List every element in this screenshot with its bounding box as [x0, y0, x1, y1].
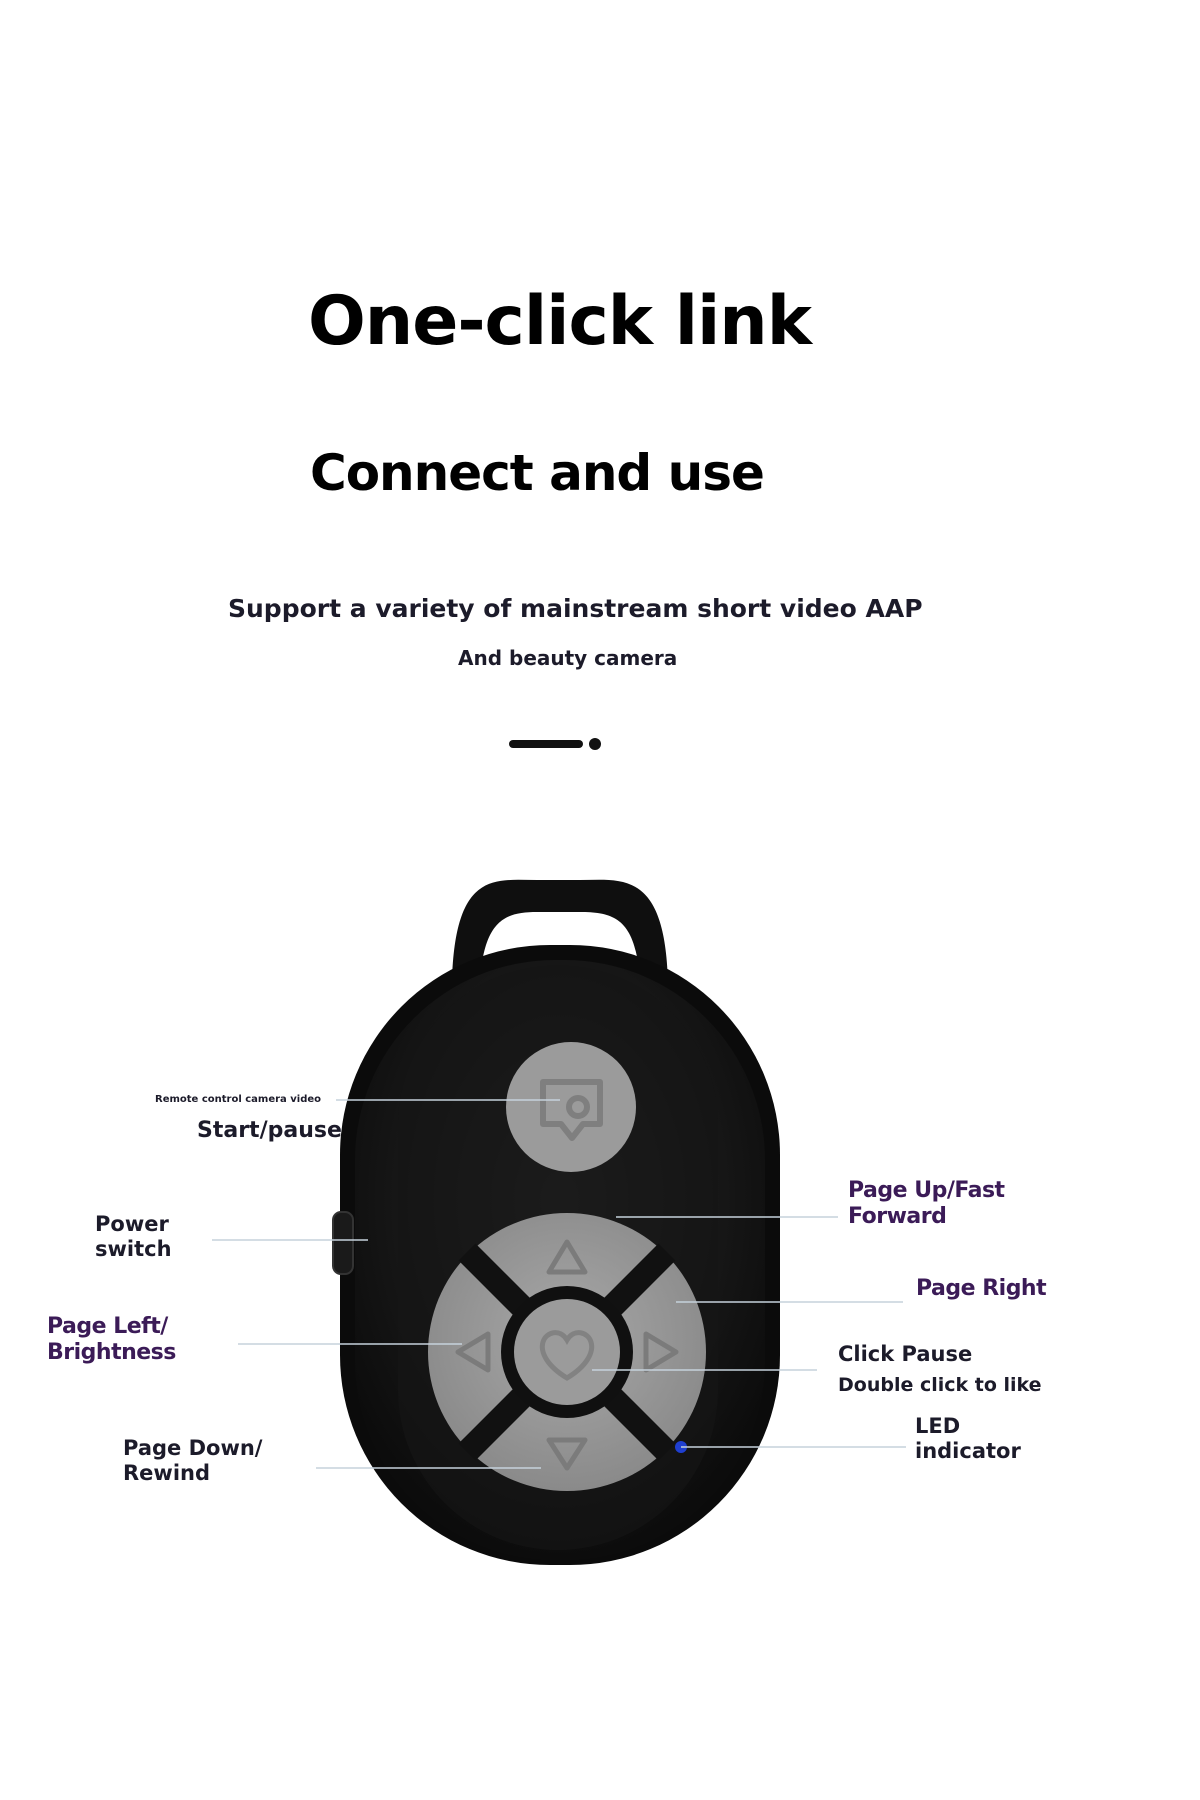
headline-connect-and-use: Connect and use: [310, 444, 765, 502]
arrow-left-icon: [455, 1331, 491, 1373]
camera-icon: [540, 1079, 603, 1141]
callout-page-right: Page Right: [916, 1276, 1047, 1301]
power-switch-knob: [332, 1211, 354, 1275]
callout-start-pause: Start/pause: [197, 1118, 342, 1143]
center-like-button: [514, 1299, 620, 1405]
arrow-down-icon: [546, 1437, 588, 1471]
callout-page-up: Page Up/Fast Forward: [848, 1178, 1005, 1230]
subheadline-beauty-camera: And beauty camera: [458, 646, 678, 670]
callout-double-click: Double click to like: [838, 1374, 1042, 1396]
lanyard-loop: [452, 879, 668, 982]
callout-power-switch: Power switch: [95, 1212, 172, 1262]
arrow-right-icon: [643, 1331, 679, 1373]
arrow-up-icon: [546, 1239, 588, 1275]
divider-bar: [509, 740, 583, 748]
callout-remote-control: Remote control camera video: [155, 1094, 322, 1105]
divider-dot: [589, 738, 601, 750]
subheadline-support: Support a variety of mainstream short vi…: [228, 594, 923, 623]
callout-click-pause: Click Pause: [838, 1342, 973, 1366]
callout-led-indicator: LED indicator: [915, 1414, 1021, 1464]
heart-icon: [539, 1330, 595, 1381]
headline-one-click-link: One-click link: [308, 282, 812, 361]
callout-page-down: Page Down/ Rewind: [123, 1436, 263, 1486]
callout-page-left: Page Left/ Brightness: [47, 1314, 176, 1366]
